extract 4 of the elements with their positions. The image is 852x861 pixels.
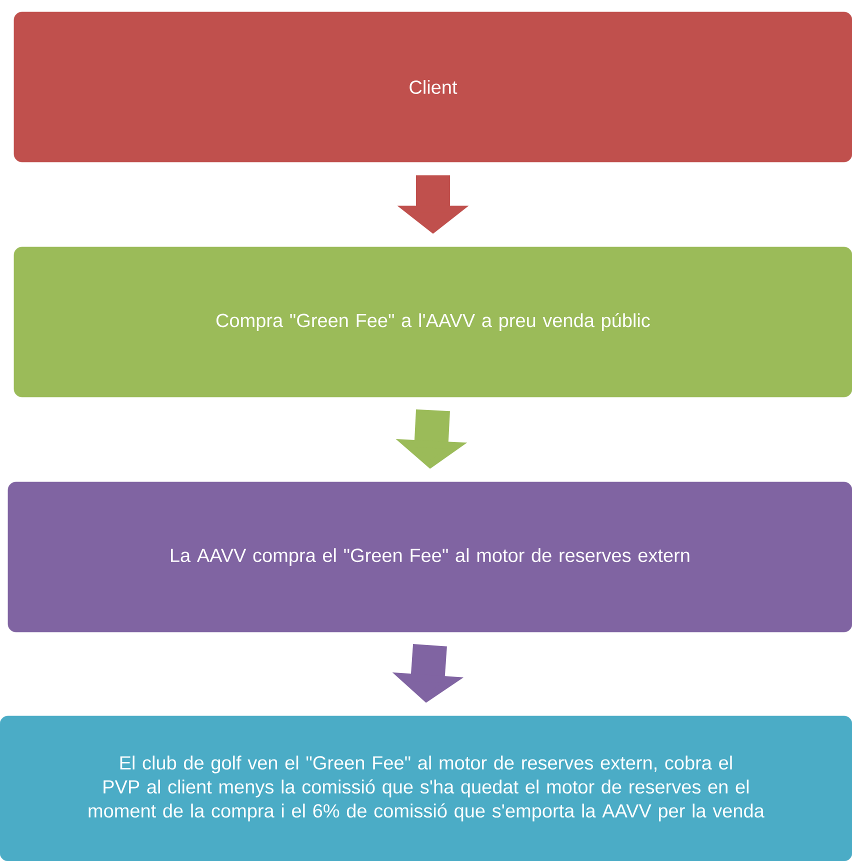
- process-box: El club de golf ven el "Green Fee" al motor de reserves extern, cobra el PVP al client menys la comissió que s'ha quedat el motor de reserves en el moment de la compra i el 6% de comissió que s'emporta la AAVV per la venda: [0, 716, 852, 861]
- process-box: Compra "Green Fee" a l'AAVV a preu venda públic: [14, 246, 852, 398]
- process-box: La AAVV compra el "Green Fee" al motor de reserves extern: [8, 482, 852, 632]
- process-box: Client: [14, 12, 852, 162]
